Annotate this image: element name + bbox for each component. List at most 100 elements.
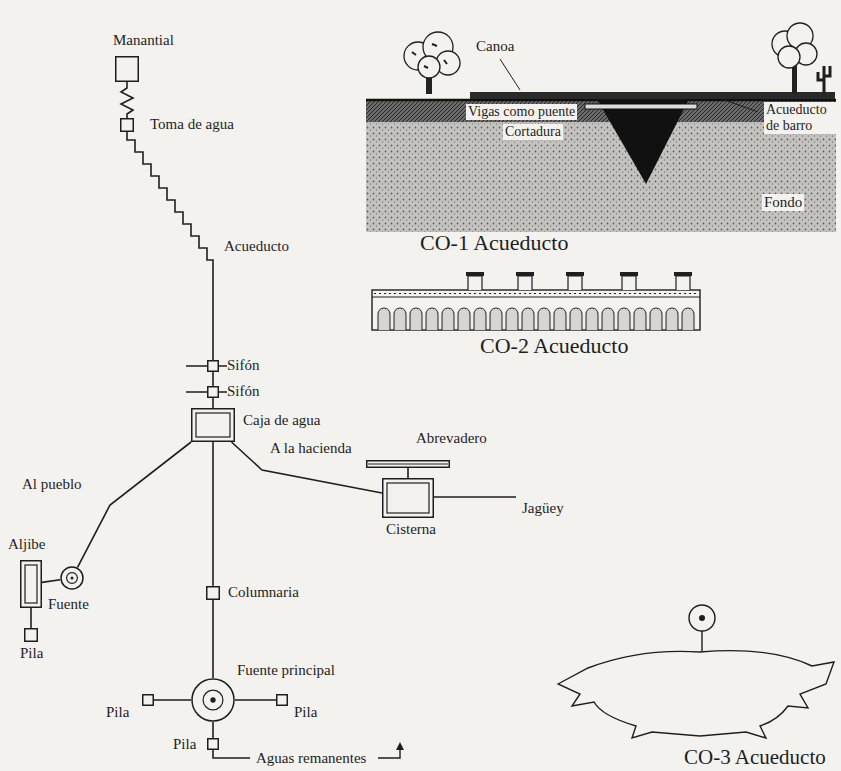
basin-box: Pila — [142, 694, 154, 706]
outer-ring — [192, 679, 234, 721]
main-fountain-circle: Fuente principal — [191, 678, 235, 722]
wall-coping — [372, 297, 700, 298]
siphon-stub — [186, 366, 227, 392]
outer-wall — [116, 57, 139, 82]
outer-wall — [143, 695, 154, 706]
inner-wall — [196, 413, 230, 437]
trough-bar-outline — [366, 460, 450, 468]
center-dot — [210, 697, 215, 702]
pipe-connector — [78, 442, 192, 567]
node-label: Manantial — [113, 32, 174, 49]
cistern-box: Cisterna — [382, 478, 434, 518]
pipe-label: A la hacienda — [268, 440, 354, 457]
cistern-box-outline — [382, 478, 434, 518]
tank-box: Aljibe — [20, 560, 42, 608]
drain-arrowhead — [396, 742, 404, 750]
plan-well — [689, 605, 715, 631]
plan-channel — [701, 631, 702, 652]
siphon-box: Sifón — [207, 386, 219, 398]
inner-wall — [25, 565, 37, 603]
outer-wall — [192, 409, 235, 442]
node-label: Fuente — [48, 596, 89, 613]
pipe-label: Acueducto — [222, 238, 291, 255]
part-label: Cortadura — [503, 124, 563, 140]
pipe-connector — [121, 82, 133, 118]
drain-pipe — [213, 750, 250, 758]
inner-ring — [203, 690, 223, 710]
wall-tower — [468, 276, 690, 290]
canoe-channel — [470, 92, 835, 99]
aqueduct-wall — [372, 290, 700, 330]
outer-ring — [61, 567, 83, 589]
pipe-connector — [42, 580, 60, 583]
trough-water — [368, 464, 448, 465]
pipe-connector — [154, 699, 191, 701]
spring-box-outline — [115, 56, 139, 82]
node-label: Fuente principal — [237, 662, 335, 679]
basin-box: Pila — [276, 694, 288, 706]
spring-box: Manantial — [115, 56, 139, 82]
basin-box-outline — [142, 694, 154, 706]
basin-box-outline — [207, 738, 219, 750]
plan-well-dot — [699, 615, 705, 621]
outer-wall — [208, 387, 219, 398]
siphon-box: Sifón — [207, 360, 219, 372]
ground-surface — [366, 99, 836, 102]
part-label: Vigas como puente — [466, 104, 577, 120]
part-label: Fondo — [762, 194, 804, 211]
basin-box: Pila — [207, 738, 219, 750]
main-fountain-circle-outline — [191, 678, 235, 722]
part-label: Aguas remanentes — [256, 750, 366, 767]
node-label: Pila — [106, 704, 129, 721]
pipe-connector — [212, 372, 214, 386]
outer-wall — [121, 119, 134, 132]
pipe-connector — [212, 722, 214, 738]
pipe-connector — [212, 442, 214, 586]
figure-title: CO-1 Acueducto — [420, 230, 568, 255]
node-label: Cisterna — [386, 521, 436, 538]
figure-title: CO-3 Acueducto — [684, 745, 826, 769]
pond-pipe — [434, 496, 516, 498]
intake-box-outline — [120, 118, 134, 132]
part-label: Acueducto de barro — [764, 102, 838, 134]
outer-wall — [25, 629, 38, 642]
ground-fill — [366, 122, 836, 232]
leader-line — [500, 59, 520, 90]
wall-brickwork — [374, 293, 698, 294]
outer-wall — [207, 587, 220, 600]
node-label: Sifón — [227, 383, 260, 400]
outer-wall — [208, 361, 219, 372]
water-box-outline — [191, 408, 235, 442]
trench-cut — [598, 101, 688, 184]
column-box-outline — [206, 586, 220, 600]
inner-wall — [387, 483, 429, 513]
siphon-box-outline — [207, 360, 219, 372]
pipe-connector — [30, 608, 32, 628]
node-label: Pila — [20, 645, 43, 662]
outer-wall — [21, 561, 42, 608]
outer-wall — [208, 739, 219, 750]
node-label: Pila — [294, 704, 317, 721]
trough-wall — [367, 461, 450, 468]
basin-box: Pila — [24, 628, 38, 642]
node-label: Aljibe — [8, 536, 46, 553]
tank-box-outline — [20, 560, 42, 608]
trough-bar: Abrevadero — [366, 460, 450, 468]
leader-line — [722, 99, 758, 112]
intake-box: Toma de agua — [120, 118, 134, 132]
tree-canopy — [418, 56, 440, 78]
part-label: Canoa — [476, 38, 514, 55]
node-label: Abrevadero — [416, 430, 487, 447]
pipe-connector — [212, 600, 214, 678]
pipe-connector — [407, 468, 409, 478]
fountain-circle: Fuente — [60, 566, 84, 590]
outer-wall — [277, 695, 288, 706]
pipe-connector — [235, 699, 276, 701]
node-label: Pila — [173, 736, 196, 753]
center-dot — [71, 577, 74, 580]
node-label: Caja de agua — [243, 412, 320, 429]
pipe-connector — [212, 398, 214, 408]
node-label: Toma de agua — [150, 116, 234, 133]
